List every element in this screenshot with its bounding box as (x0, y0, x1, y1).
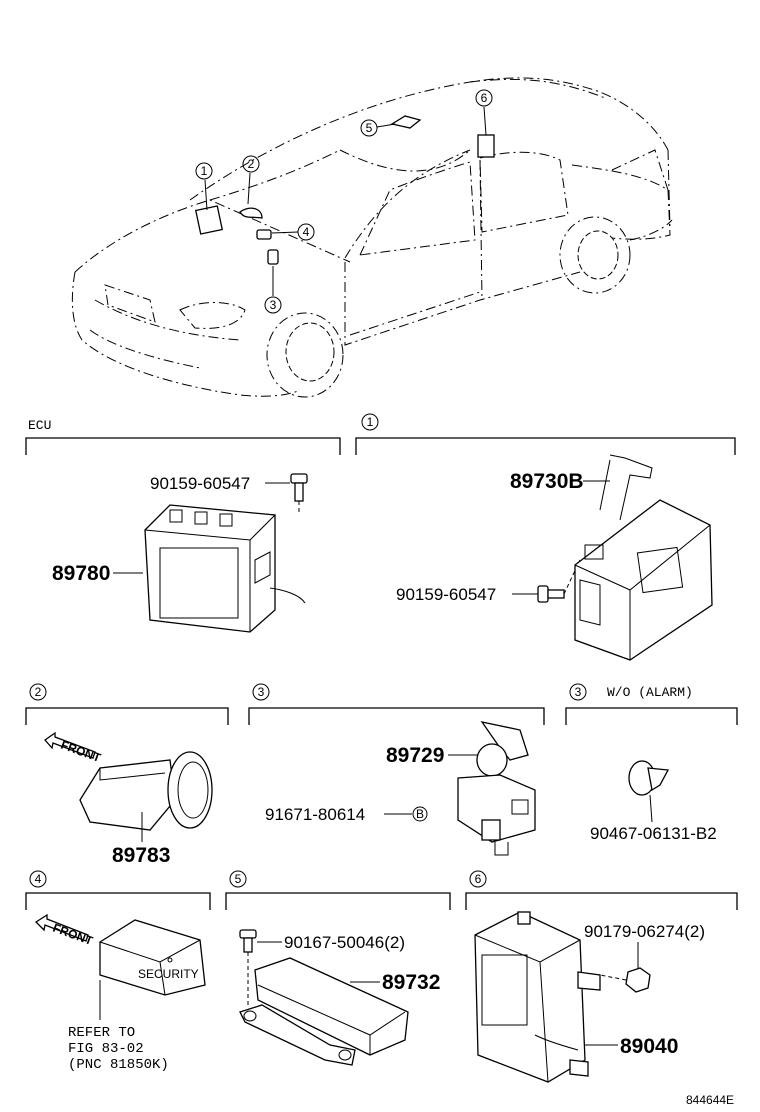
svg-text:2: 2 (35, 685, 42, 699)
s3-unit-part-number: 89729 (386, 744, 444, 767)
s4-unit: SECURITY (99, 919, 206, 996)
front-arrow-icon: FRONT (34, 913, 95, 949)
svg-text:3: 3 (258, 685, 265, 699)
security-label: SECURITY (138, 967, 199, 981)
car-illustration: 1 2 3 4 5 6 (71, 77, 673, 398)
bolt-icon (239, 929, 257, 1005)
car-callout-2: 2 (242, 155, 260, 173)
car-callout-6: 6 (475, 89, 493, 107)
bolt-icon (290, 473, 308, 515)
ecu-unit (144, 504, 306, 633)
svg-text:FRONT: FRONT (51, 921, 95, 949)
svg-text:4: 4 (303, 225, 310, 239)
ecu-bolt-part-number: 90159-60547 (150, 474, 250, 493)
clip-b-icon: B (412, 806, 428, 822)
section-4: 4 FRONT SECURITY REFER TO FIG 83-02 (PNC… (25, 870, 211, 1073)
s5-unit-part-number: 89732 (382, 971, 440, 994)
s5-bolt-part-number: 90167-50046(2) (284, 933, 405, 952)
svg-text:B: B (416, 807, 424, 821)
svg-text:5: 5 (366, 121, 373, 135)
s5-unit (239, 957, 409, 1066)
s6-nut-part-number: 90179-06274(2) (584, 922, 705, 941)
s1-unit (574, 499, 713, 661)
car-callout-5: 5 (360, 119, 378, 137)
svg-text:3: 3 (270, 298, 277, 312)
s3b-part-number: 90467-06131-B2 (590, 824, 717, 843)
s1-unit-part-number: 89730B (510, 470, 584, 493)
section-6: 6 90179-06274(2) 89040 (465, 870, 738, 1083)
svg-text:FRONT: FRONT (59, 738, 103, 766)
s6-unit-part-number: 89040 (620, 1035, 678, 1058)
section-1: 1 89730B 90159-60547 (355, 413, 736, 661)
s2-unit-part-number: 89783 (112, 844, 170, 867)
s4-ref-line3: (PNC 81850K) (68, 1057, 169, 1073)
figure-id: 844644E (686, 1093, 734, 1107)
svg-text:6: 6 (481, 91, 488, 105)
car-callout-3: 3 (264, 296, 282, 314)
s3b-header: W/O (ALARM) (607, 685, 693, 700)
svg-text:1: 1 (367, 415, 374, 429)
ecu-unit-part-number: 89780 (52, 562, 110, 585)
front-arrow-icon: FRONT (44, 731, 103, 766)
section-3-wo-alarm: 3 W/O (ALARM) 90467-06131-B2 (565, 683, 738, 843)
s6-unit (474, 911, 601, 1083)
s3b-plug (628, 760, 670, 796)
section-5: 5 90167-50046(2) 89732 (225, 870, 451, 1066)
s1-bolt-part-number: 90159-60547 (396, 585, 496, 604)
s2-unit (79, 751, 213, 842)
svg-text:1: 1 (201, 164, 208, 178)
ecu-header: ECU (28, 418, 51, 433)
section-ecu: ECU 90159-60547 89780 (25, 418, 341, 633)
s3-clip-part-number: 91671-80614 (265, 805, 365, 824)
s4-ref-line1: REFER TO (68, 1025, 135, 1041)
svg-text:5: 5 (235, 872, 242, 886)
s4-ref-line2: FIG 83-02 (68, 1041, 144, 1057)
svg-text:2: 2 (248, 157, 255, 171)
s3-unit (457, 721, 536, 856)
nut-icon (599, 967, 651, 993)
section-2: 2 FRONT 89783 (25, 683, 229, 867)
car-callout-1: 1 (195, 162, 213, 180)
car-callout-4: 4 (297, 223, 315, 241)
svg-text:6: 6 (475, 872, 482, 886)
svg-text:4: 4 (35, 872, 42, 886)
svg-text:3: 3 (575, 685, 582, 699)
bolt-icon (537, 559, 581, 603)
section-3: 3 89729 91671-80614 B (248, 683, 545, 856)
